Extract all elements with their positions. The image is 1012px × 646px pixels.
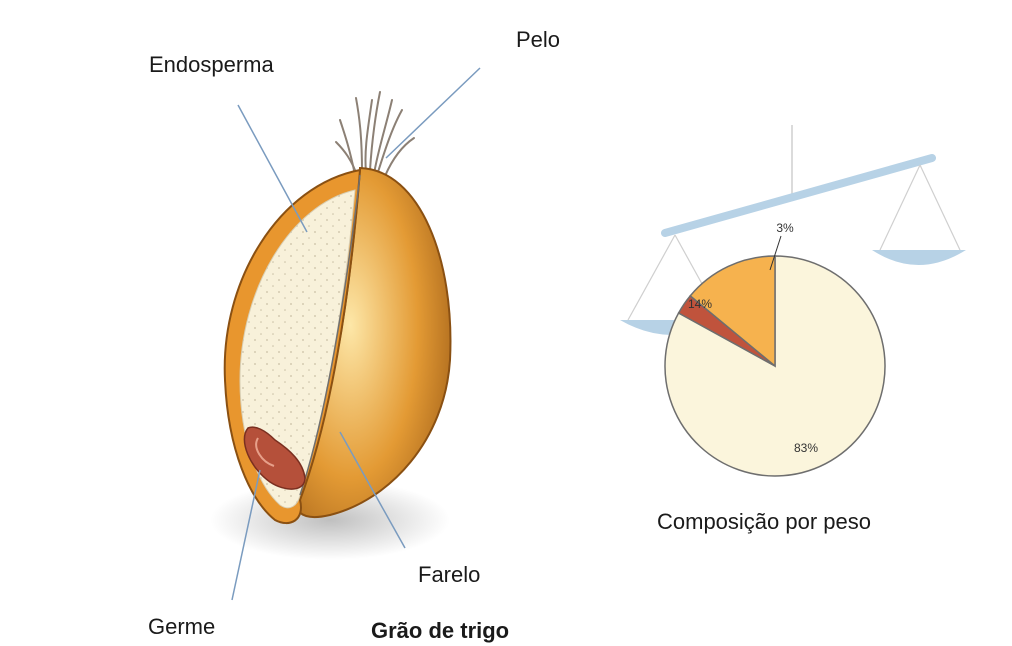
endosperma-label: Endosperma: [149, 52, 274, 78]
diagram-title: Grão de trigo: [371, 618, 509, 644]
composition-caption: Composição por peso: [657, 509, 871, 535]
right-pan: [872, 250, 966, 265]
hair-tuft: [336, 92, 414, 178]
pie-label-endosperma: 83%: [794, 441, 818, 455]
pie-label-germe: 3%: [776, 221, 794, 235]
scale-beam: [665, 158, 932, 233]
germe-label: Germe: [148, 614, 215, 640]
endosperma-leader: [238, 105, 307, 232]
pie-label-farelo: 14%: [688, 297, 712, 311]
composition-pie: 83% 3% 14%: [665, 221, 885, 476]
pelo-label: Pelo: [516, 27, 560, 53]
farelo-label: Farelo: [418, 562, 480, 588]
